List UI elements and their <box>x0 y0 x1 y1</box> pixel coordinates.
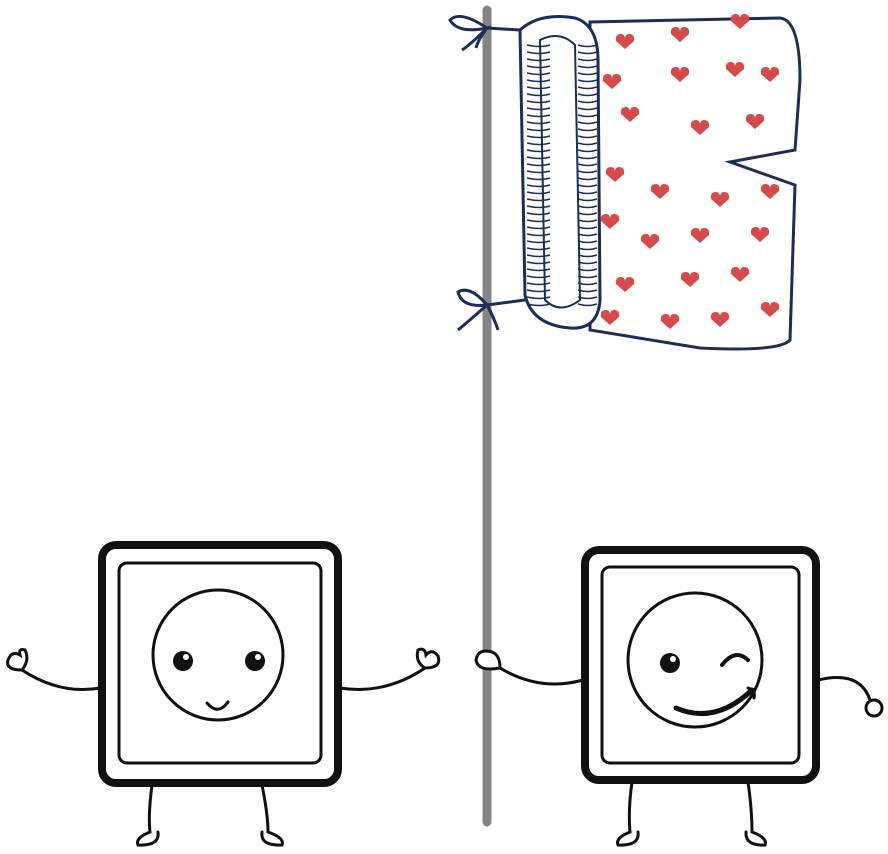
rib-line <box>526 205 598 209</box>
open-eye <box>660 653 680 673</box>
left-outer-frame <box>98 541 342 787</box>
right-outer-frame <box>581 546 820 784</box>
heart-icon <box>615 277 635 292</box>
rib-line <box>526 303 598 307</box>
left-arm <box>20 668 102 692</box>
heart-icon <box>600 214 620 229</box>
rib-line <box>526 100 598 104</box>
rib-line <box>526 51 598 55</box>
bottom-tie <box>456 288 526 332</box>
rib-line <box>526 58 598 62</box>
rib-line <box>526 247 598 251</box>
rib-line <box>526 65 598 69</box>
rib-line <box>526 268 598 272</box>
rib-line <box>526 177 598 181</box>
heart-icon <box>640 234 660 249</box>
heart-icon <box>670 27 690 42</box>
arm-holding-pole <box>498 666 585 686</box>
rib-line <box>526 86 598 90</box>
right-hand <box>864 698 884 718</box>
waistband-inner <box>538 35 582 309</box>
left-socket-character <box>6 541 441 847</box>
heart-icon <box>615 34 635 49</box>
rib-line <box>526 107 598 111</box>
heart-icon <box>710 312 730 327</box>
rib-line <box>526 121 598 125</box>
rib-line <box>526 44 598 48</box>
flag-ties <box>448 14 526 332</box>
rib-line <box>526 233 598 237</box>
right-leg <box>260 783 284 847</box>
rib-line <box>526 226 598 230</box>
rib-line <box>526 163 598 167</box>
rib-line <box>526 289 598 293</box>
waistband-ribbing <box>526 44 598 307</box>
shorts-body <box>588 16 802 351</box>
right-hand <box>415 647 441 670</box>
heart-icon <box>750 227 770 242</box>
heart-icon <box>680 272 700 287</box>
rib-line <box>526 128 598 132</box>
heart-icon <box>760 302 780 317</box>
top-tie <box>448 14 521 52</box>
rib-line <box>526 93 598 97</box>
rib-line <box>526 184 598 188</box>
rib-line <box>526 254 598 258</box>
left-hand <box>6 648 29 672</box>
heart-icon <box>690 228 710 243</box>
heart-icon <box>725 62 745 77</box>
rib-line <box>526 191 598 195</box>
rib-line <box>526 135 598 139</box>
heart-icon <box>690 120 710 135</box>
rib-line <box>526 156 598 160</box>
heart-icon <box>605 167 625 182</box>
right-inner-frame <box>600 565 801 765</box>
rib-line <box>526 219 598 223</box>
left-eye <box>173 651 193 671</box>
heart-icon <box>730 14 750 29</box>
rib-line <box>526 296 598 300</box>
heart-icon <box>710 192 730 207</box>
heart-icon <box>602 74 622 89</box>
heart-icon <box>745 114 765 129</box>
right-socket-character <box>474 546 884 847</box>
rib-line <box>526 212 598 216</box>
rib-line <box>526 240 598 244</box>
rib-line <box>526 114 598 118</box>
rib-line <box>526 79 598 83</box>
left-face <box>151 588 285 722</box>
heart-icon <box>760 184 780 199</box>
right-face <box>626 591 764 729</box>
rib-line <box>526 170 598 174</box>
right-leg <box>744 780 767 847</box>
rib-line <box>526 282 598 286</box>
rib-line <box>526 198 598 202</box>
left-inner-frame <box>117 561 323 765</box>
rib-line <box>526 275 598 279</box>
heart-icon <box>620 107 640 122</box>
right-arm <box>338 666 427 691</box>
right-arm <box>816 676 872 702</box>
heart-icon <box>760 67 780 82</box>
left-leg <box>136 783 160 847</box>
big-smile <box>673 687 755 717</box>
heart-icon <box>730 267 750 282</box>
heart-icon <box>650 184 670 199</box>
rib-line <box>526 149 598 153</box>
left-leg <box>616 780 640 847</box>
winking-eye <box>720 653 750 667</box>
rib-line <box>526 142 598 146</box>
heart-icon <box>670 67 690 82</box>
heart-icon <box>600 310 620 325</box>
boxer-shorts-flag <box>518 14 802 351</box>
rib-line <box>526 72 598 76</box>
rib-line <box>526 261 598 265</box>
heart-icon <box>660 314 680 329</box>
hand-on-pole <box>474 649 502 671</box>
smile <box>205 700 230 711</box>
hearts-pattern <box>600 14 780 329</box>
right-eye <box>245 651 265 671</box>
